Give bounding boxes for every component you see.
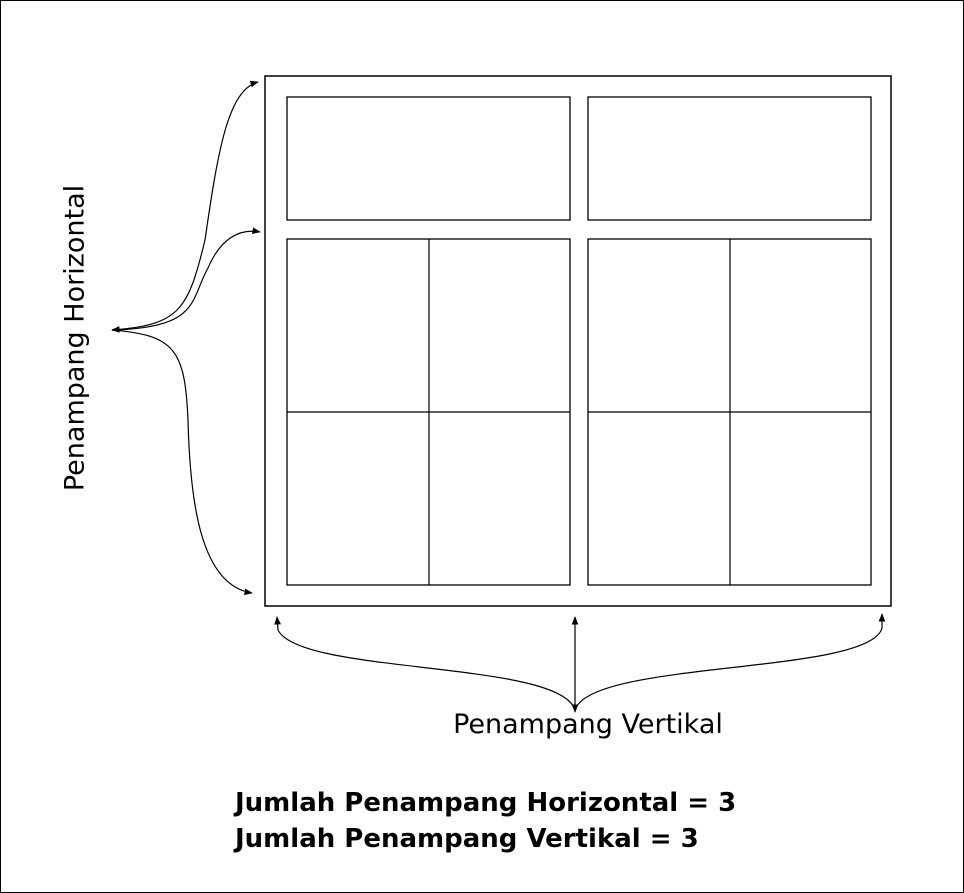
summary-block: Jumlah Penampang Horizontal = 3 Jumlah P… xyxy=(235,785,736,857)
window-outer-frame xyxy=(264,75,892,607)
arrow-horizontal-middle xyxy=(111,227,261,331)
top-right-pane xyxy=(587,96,872,221)
label-penampang-vertikal: Penampang Vertikal xyxy=(453,709,723,740)
summary-vertical-count: Jumlah Penampang Vertikal = 3 xyxy=(235,824,699,854)
arrow-horizontal-bottom xyxy=(111,329,253,596)
arrow-horizontal-top xyxy=(111,80,259,333)
summary-horizontal-count: Jumlah Penampang Horizontal = 3 xyxy=(235,788,737,818)
arrow-vertical-right xyxy=(574,613,886,711)
top-left-pane xyxy=(286,96,571,221)
arrow-vertical-left xyxy=(274,616,576,711)
label-penampang-horizontal: Penampang Horizontal xyxy=(60,185,91,491)
